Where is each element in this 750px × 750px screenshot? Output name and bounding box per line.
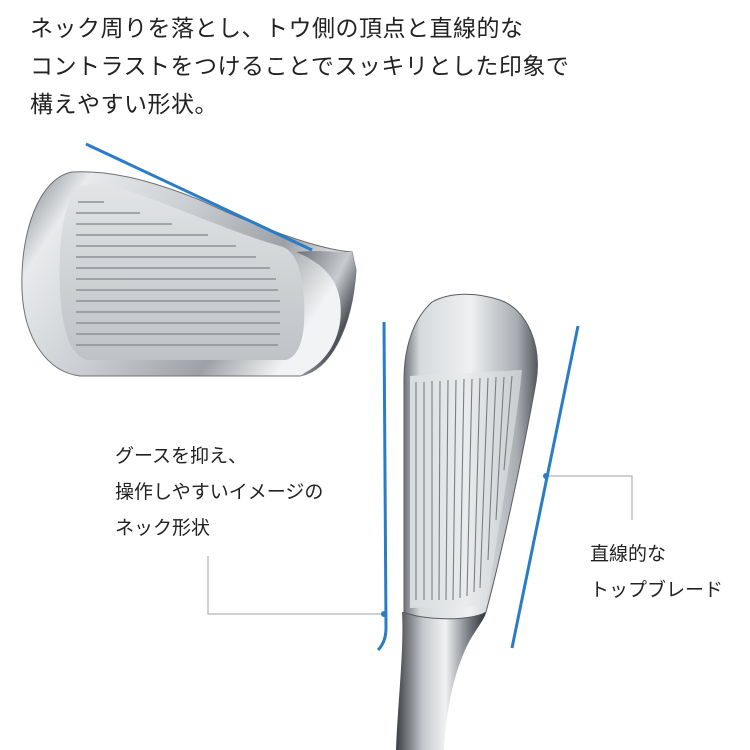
neck-leader-line: [207, 556, 384, 615]
headline-line-1: ネック周りを落とし、トウ側の頂点と直線的な: [30, 16, 524, 42]
topblade-leader-line: [546, 475, 633, 520]
neck-callout-line-3: ネック形状: [115, 517, 211, 539]
top-line-accent: [85, 142, 313, 252]
topblade-line-accent: [510, 325, 580, 649]
neck-callout-line-1: グースを抑え、: [115, 445, 248, 467]
face-grooves-vertical: [415, 375, 513, 601]
topblade-callout-line-1: 直線的な: [590, 543, 667, 565]
iron-head-address-view: [21, 171, 357, 377]
neck-callout: グースを抑え、 操作しやすいイメージの ネック形状: [115, 438, 323, 546]
neck-callout-line-2: 操作しやすいイメージの: [115, 481, 324, 503]
neck-line-accent: [376, 321, 388, 652]
topblade-callout-line-2: トップブレード: [590, 579, 724, 601]
headline-line-2: コントラストをつけることでスッキリとした印象で: [30, 54, 570, 80]
iron-head-face-view: [396, 293, 538, 750]
topblade-callout: 直線的な トップブレード: [590, 536, 723, 608]
topblade-leader-dot: [543, 473, 549, 479]
face-grooves: [76, 201, 280, 346]
headline-line-3: 構えやすい形状。: [30, 92, 218, 118]
headline: ネック周りを落とし、トウ側の頂点と直線的な コントラストをつけることでスッキリと…: [30, 10, 730, 124]
neck-leader-dot: [381, 611, 387, 617]
